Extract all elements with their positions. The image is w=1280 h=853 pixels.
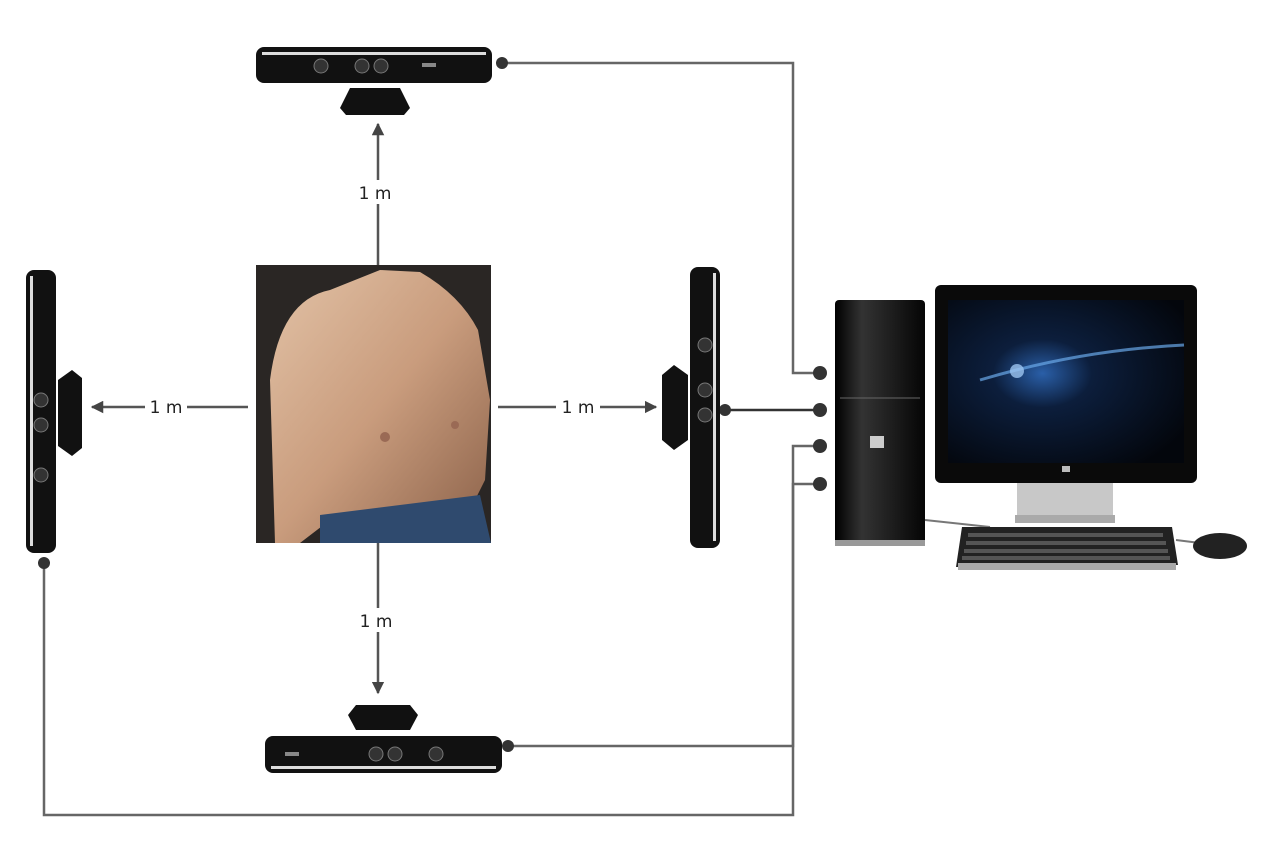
depth-sensor-right [662,267,720,548]
wire-top-sensor [502,61,820,375]
mouse [1193,533,1247,559]
wire-left-sensor [42,482,820,817]
monitor [935,285,1197,523]
label-left-distance: 1 m [150,398,183,418]
wire-bottom-sensor [508,444,820,748]
depth-sensor-top [256,47,492,115]
pc-tower [835,300,925,546]
depth-sensor-left [26,270,82,553]
wires [42,61,820,817]
label-bottom-distance: 1 m [360,612,393,632]
label-right-distance: 1 m [562,398,595,418]
label-top-distance: 1 m [359,184,392,204]
depth-sensor-bottom [265,705,502,773]
desktop-computer [835,285,1247,570]
keyboard [956,527,1178,570]
ports [38,57,827,752]
subject-torso-photo [256,265,491,543]
